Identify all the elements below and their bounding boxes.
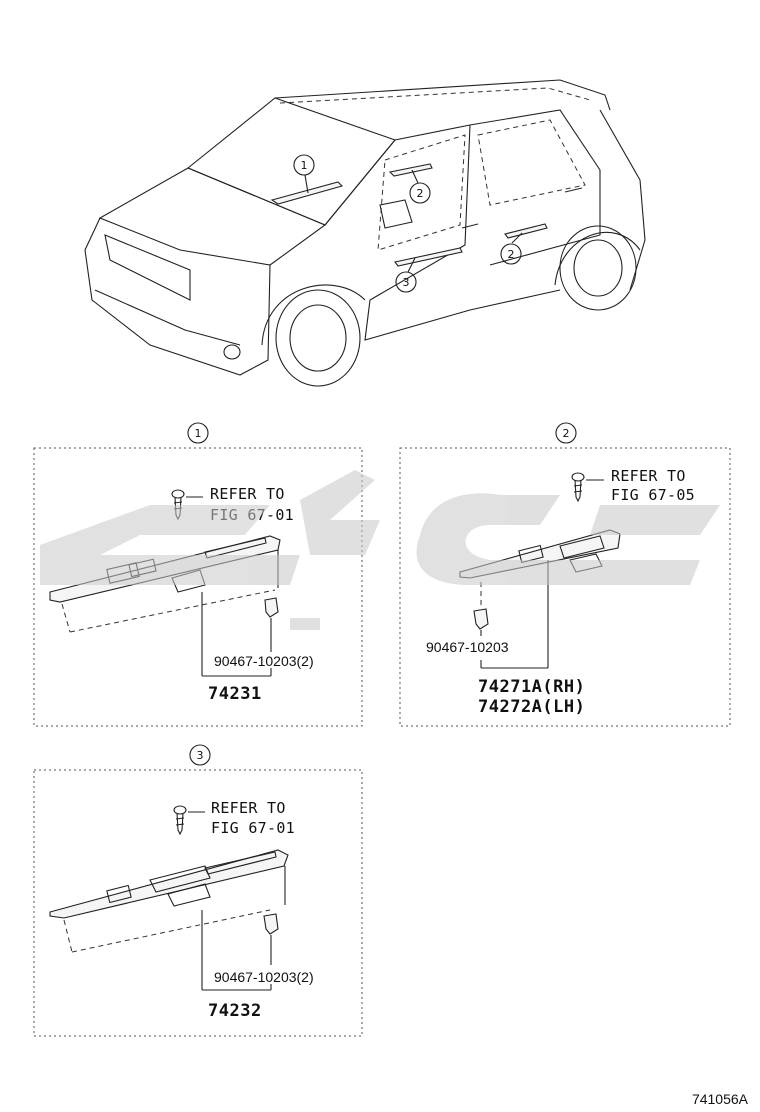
panel-2-part-number-lh: 74272A(LH) [478, 697, 585, 717]
panel-1-part-number: 74231 [208, 684, 262, 704]
panel-3-clip-part: 90467-10203(2) [214, 969, 314, 985]
panel-2-refer-line2: FIG 67-05 [611, 486, 695, 504]
panel-3-refer-line2: FIG 67-01 [211, 819, 295, 837]
watermark-logo [40, 470, 720, 630]
window-switch-base [49, 849, 289, 919]
clip-icon [264, 597, 279, 618]
clip-icon [263, 913, 279, 935]
panel-2-clip-part: 90467-10203 [426, 639, 509, 655]
car-callout-2b: 2 [508, 248, 515, 261]
car-callout-1: 1 [301, 159, 308, 172]
panel-1-clip-part: 90467-10203(2) [214, 653, 314, 669]
panel-3: 3 REFER TO FIG 67-01 90467-10203(2) [33, 744, 363, 1037]
panel-2-callout: 2 [563, 427, 570, 440]
car-callout-2a: 2 [417, 187, 424, 200]
panel-3-callout: 3 [197, 749, 204, 762]
screw-icon [173, 805, 187, 836]
panel-1-callout: 1 [195, 427, 202, 440]
screw-icon [571, 472, 585, 503]
panel-3-refer-line1: REFER TO [211, 799, 286, 817]
panel-2-part-number-rh: 74271A(RH) [478, 677, 585, 697]
diagram-code: 741056A [692, 1091, 749, 1107]
clip-icon [473, 608, 489, 630]
panel-3-part-number: 74232 [208, 1001, 262, 1021]
car-illustration: 1 2 2 3 [84, 79, 646, 387]
car-callout-3: 3 [403, 276, 410, 289]
panel-1-refer-line1: REFER TO [210, 485, 285, 503]
panel-2-refer-line1: REFER TO [611, 467, 686, 485]
